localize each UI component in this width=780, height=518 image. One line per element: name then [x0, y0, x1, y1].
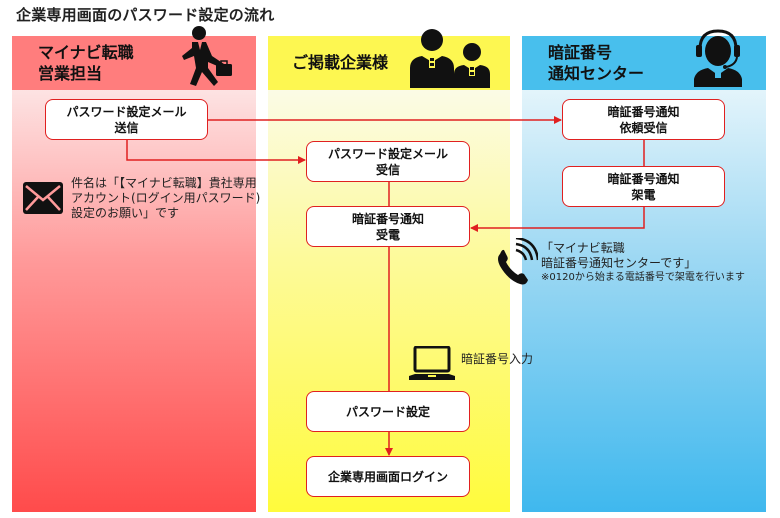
step-set-password: パスワード設定: [306, 391, 470, 432]
phone-call-line1: 「マイナビ転職: [541, 241, 625, 255]
businessman-walking-icon: [182, 26, 232, 86]
step-send-mail: パスワード設定メール 送信: [45, 99, 208, 140]
mail-subject-line1: 件名は「【マイナビ転職】貴社専用: [71, 176, 257, 190]
page-title: 企業専用画面のパスワード設定の流れ: [16, 6, 275, 24]
lane-center-title-line2: 通知センター: [548, 64, 645, 83]
lane-client-title: ご掲載企業様: [292, 53, 389, 72]
step-login: 企業専用画面ログイン: [306, 456, 470, 497]
step-request-received-line1: 暗証番号通知: [607, 104, 680, 119]
step-login-label: 企業専用画面ログイン: [327, 469, 448, 484]
lane-sales-title-line1: マイナビ転職: [38, 43, 134, 62]
step-receive-call-line2: 受電: [375, 227, 400, 242]
lane-center-title: 暗証番号 通知センター: [548, 42, 644, 84]
step-receive-mail-line1: パスワード設定メール: [327, 146, 448, 161]
step-receive-call: 暗証番号通知 受電: [306, 206, 470, 247]
arrow-send-to-client: [126, 140, 306, 164]
step-receive-call-line1: 暗証番号通知: [351, 211, 424, 226]
pin-input-note: 暗証番号入力: [461, 352, 534, 366]
phone-icon: [498, 238, 538, 285]
lane-sales-title: マイナビ転職 営業担当: [38, 42, 134, 84]
step-make-call: 暗証番号通知 架電: [562, 166, 725, 207]
phone-call-note: 「マイナビ転職 暗証番号通知センターです」 ※0120から始まる電話番号で架電を…: [541, 241, 745, 284]
mail-subject-line3: 設定のお願い」です: [71, 206, 180, 220]
two-people-icon: [410, 29, 490, 88]
lane-sales-title-line2: 営業担当: [38, 64, 103, 83]
mail-subject-note: 件名は「【マイナビ転職】貴社専用 アカウント(ログイン用パスワード) 設定のお願…: [71, 176, 260, 221]
lane-center-title-line1: 暗証番号: [548, 43, 613, 62]
step-request-received-line2: 依頼受信: [619, 120, 668, 135]
envelope-icon: [23, 182, 63, 214]
mail-subject-line2: アカウント(ログイン用パスワード): [71, 191, 261, 205]
step-receive-mail-line2: 受信: [375, 162, 400, 177]
phone-call-footnote: ※0120から始まる電話番号で架電を行います: [541, 272, 745, 283]
headset-operator-icon: [694, 29, 742, 87]
laptop-icon: [409, 346, 455, 380]
step-request-received: 暗証番号通知 依頼受信: [562, 99, 725, 140]
step-set-password-label: パスワード設定: [345, 404, 430, 419]
step-make-call-line2: 架電: [631, 187, 656, 202]
step-send-mail-line2: 送信: [114, 120, 139, 135]
phone-call-line2: 暗証番号通知センターです」: [541, 256, 697, 270]
step-receive-mail: パスワード設定メール 受信: [306, 141, 470, 182]
step-send-mail-line1: パスワード設定メール: [66, 104, 187, 119]
step-make-call-line1: 暗証番号通知: [607, 171, 680, 186]
arrow-call-to-client: [470, 206, 645, 232]
